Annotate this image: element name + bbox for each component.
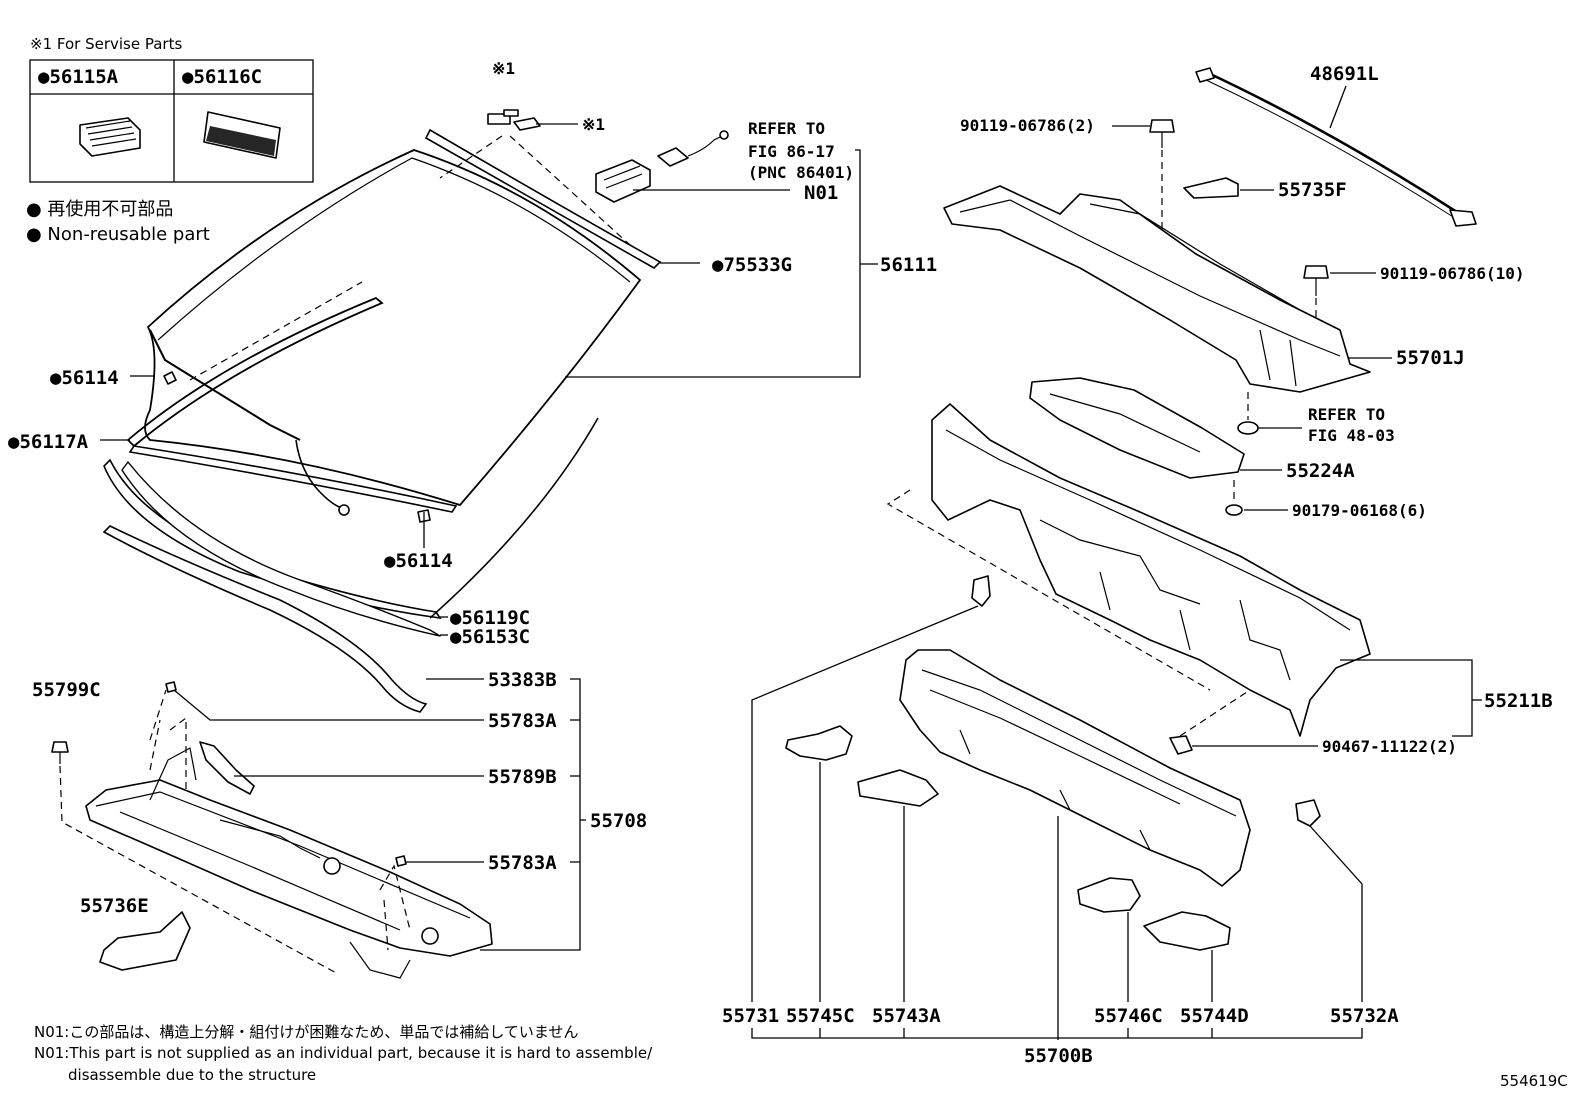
- clip-90179[interactable]: [1225, 504, 1243, 516]
- label-55783a-a[interactable]: 55783A: [488, 710, 557, 732]
- figure-id: 554619C: [1500, 1072, 1568, 1090]
- ref-fig48-line1[interactable]: REFER TO: [1308, 405, 1385, 424]
- pad-56116c-icon: [203, 111, 281, 159]
- panel-55701j[interactable]: [943, 185, 1371, 393]
- clip-56114-a[interactable]: [163, 371, 177, 385]
- plate-55224a[interactable]: [1029, 377, 1245, 479]
- label-55701j[interactable]: 55701J: [1396, 347, 1465, 369]
- bracket-55735f[interactable]: [1183, 177, 1239, 199]
- dash-panel-55211b[interactable]: [931, 403, 1371, 737]
- label-56119c[interactable]: ●56119C: [450, 607, 530, 629]
- callouts-bottom: [751, 605, 1363, 1040]
- washer-48-03[interactable]: [1237, 421, 1259, 435]
- cowl-top-panel-55708[interactable]: [85, 747, 493, 979]
- callout-48691l: [1329, 85, 1347, 129]
- label-55700b[interactable]: 55700B: [1024, 1045, 1093, 1067]
- mark1-side: ※1: [582, 115, 605, 134]
- label-56114-a[interactable]: ●56114: [50, 367, 119, 389]
- label-55735f[interactable]: 55735F: [1278, 179, 1347, 201]
- service-pad-icons: [487, 109, 541, 131]
- label-56153c[interactable]: ●56153C: [450, 626, 530, 648]
- part-56115a-label[interactable]: ●56115A: [38, 66, 119, 88]
- callouts-plate: [1233, 469, 1288, 511]
- label-56114-b[interactable]: ●56114: [384, 550, 453, 572]
- label-90179[interactable]: 90179-06168(6): [1292, 501, 1427, 520]
- ref-fig48-line2[interactable]: FIG 48-03: [1308, 426, 1395, 445]
- bracket-55732a[interactable]: [1295, 799, 1321, 827]
- label-90119-10[interactable]: 90119-06786(10): [1380, 264, 1525, 283]
- seal-53383b[interactable]: [102, 525, 428, 713]
- clip-90467[interactable]: [1169, 735, 1193, 755]
- windshield-glass[interactable]: [144, 128, 662, 516]
- bolt-90119-2[interactable]: [1149, 119, 1175, 148]
- rod-48691l[interactable]: [1195, 67, 1477, 227]
- bracket-55746c[interactable]: [1077, 877, 1141, 913]
- label-55732a[interactable]: 55732A: [1330, 1005, 1399, 1027]
- weatherstrip-56153c[interactable]: [121, 461, 441, 637]
- cowl-dashes: [59, 689, 411, 975]
- legend-en: ● Non-reusable part: [26, 224, 210, 245]
- bolt-55799c[interactable]: [51, 741, 69, 764]
- label-56117a[interactable]: ●56117A: [8, 431, 89, 453]
- label-90467[interactable]: 90467-11122(2): [1322, 737, 1457, 756]
- label-55789b[interactable]: 55789B: [488, 766, 557, 788]
- label-56111[interactable]: 56111: [880, 254, 937, 276]
- service-note-title: ※1 For Servise Parts: [30, 35, 182, 53]
- label-55746c[interactable]: 55746C: [1094, 1005, 1163, 1027]
- bracket-55731[interactable]: [971, 575, 991, 607]
- labels: ※1 ※1 REFER TO FIG 86-17 (PNC 86401) N01…: [8, 59, 1568, 1090]
- bolt-90119-10[interactable]: [1303, 265, 1329, 296]
- note-n01-en1: N01:This part is not supplied as an indi…: [34, 1044, 653, 1062]
- label-55744d[interactable]: 55744D: [1180, 1005, 1249, 1027]
- label-55736e[interactable]: 55736E: [80, 895, 149, 917]
- bracket-55736e[interactable]: [99, 911, 191, 971]
- clip-55783a-b[interactable]: [395, 855, 407, 867]
- glass-seal-56117a[interactable]: [126, 296, 458, 513]
- label-55211b[interactable]: 55211B: [1484, 690, 1553, 712]
- label-n01[interactable]: N01: [804, 182, 838, 204]
- bracket-55744d[interactable]: [1143, 911, 1231, 951]
- sensor-86401[interactable]: [657, 130, 729, 167]
- label-48691l[interactable]: 48691L: [1310, 63, 1379, 85]
- legend: ● 再使用不可部品 ● Non-reusable part: [26, 199, 210, 245]
- label-55224a[interactable]: 55224A: [1286, 460, 1355, 482]
- label-53383b[interactable]: 53383B: [488, 669, 557, 691]
- clip-56115a-icon: [79, 117, 141, 157]
- seal-55789b[interactable]: [199, 741, 255, 795]
- label-55743a[interactable]: 55743A: [872, 1005, 941, 1027]
- legend-jp: ● 再使用不可部品: [26, 199, 173, 220]
- bracket-n01[interactable]: [595, 159, 651, 203]
- label-55783a-b[interactable]: 55783A: [488, 852, 557, 874]
- label-75533g[interactable]: ●75533G: [712, 254, 792, 276]
- ref-fig86-line1[interactable]: REFER TO: [748, 119, 825, 138]
- callouts-dash: [886, 489, 1482, 747]
- note-n01-en2: disassemble due to the structure: [68, 1066, 316, 1084]
- clip-55783a-a[interactable]: [165, 681, 177, 693]
- note-n01-jp: N01:この部品は、構造上分解・組付けが困難なため、単品では補給していません: [34, 1023, 578, 1041]
- mark1-top: ※1: [492, 59, 515, 78]
- part-56116c-label[interactable]: ●56116C: [182, 66, 262, 88]
- service-parts-box: ※1 For Servise Parts ●56115A ●56116C: [29, 35, 314, 183]
- ref-fig86-line2[interactable]: FIG 86-17: [748, 142, 835, 161]
- label-55708[interactable]: 55708: [590, 810, 647, 832]
- label-55799c[interactable]: 55799C: [32, 679, 101, 701]
- label-90119-2[interactable]: 90119-06786(2): [960, 116, 1095, 135]
- panel-55700b[interactable]: [899, 649, 1251, 887]
- label-55731[interactable]: 55731: [722, 1005, 779, 1027]
- bracket-55743a[interactable]: [857, 769, 939, 807]
- label-55745c[interactable]: 55745C: [786, 1005, 855, 1027]
- callouts-cowl: [173, 678, 586, 951]
- ref-fig86-line3[interactable]: (PNC 86401): [748, 163, 854, 182]
- callouts-windshield: [100, 123, 878, 680]
- bracket-55745c[interactable]: [785, 725, 853, 761]
